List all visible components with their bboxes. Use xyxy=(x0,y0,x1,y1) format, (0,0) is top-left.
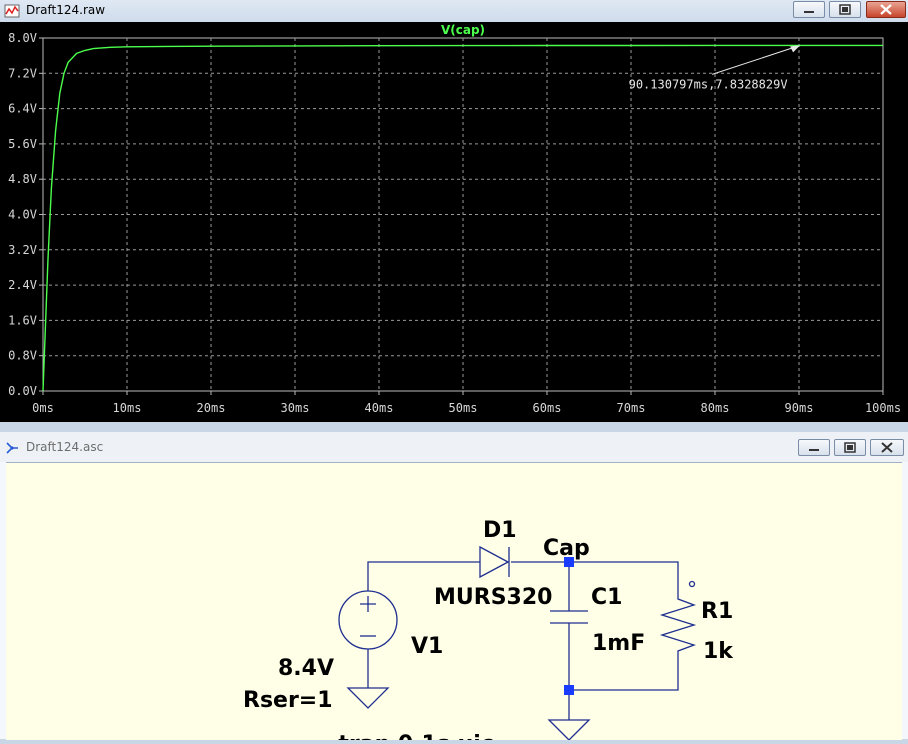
close-icon xyxy=(881,442,893,453)
label-v1-rser: Rser=1 xyxy=(243,688,333,713)
capacitor-c1[interactable] xyxy=(550,610,588,624)
label-r1-value: 1k xyxy=(703,639,734,664)
trace-label-vcap[interactable]: V(cap) xyxy=(441,23,485,37)
schematic-maximize-button[interactable] xyxy=(834,439,866,456)
restore-icon xyxy=(839,4,851,15)
x-tick-label: 20ms xyxy=(197,401,226,415)
window-separator xyxy=(0,422,908,432)
waveform-app-icon xyxy=(4,4,20,18)
node-ground[interactable] xyxy=(564,685,574,695)
label-d1-name: D1 xyxy=(483,518,517,543)
label-r1-name: R1 xyxy=(701,599,733,624)
cursor-arrow-head xyxy=(790,45,801,53)
x-tick-label: 90ms xyxy=(785,401,814,415)
y-tick-label: 0.8V xyxy=(8,349,37,363)
y-tick-label: 2.4V xyxy=(8,278,37,292)
label-v1-value: 8.4V xyxy=(278,656,334,681)
schematic-minimize-button[interactable] xyxy=(798,439,830,456)
y-tick-label: 3.2V xyxy=(8,243,37,257)
minimize-icon xyxy=(804,11,814,13)
maximize-button[interactable] xyxy=(829,1,861,18)
wire-v1-to-d1 xyxy=(367,561,480,591)
close-button[interactable] xyxy=(866,1,906,18)
x-tick-label: 100ms xyxy=(865,401,901,415)
diode-d1[interactable] xyxy=(479,545,510,579)
y-tick-label: 8.0V xyxy=(8,31,37,45)
label-node-cap: Cap xyxy=(543,536,590,561)
node-cap[interactable] xyxy=(564,557,574,567)
schematic-window-title: Draft124.asc xyxy=(26,440,104,454)
y-tick-label: 5.6V xyxy=(8,137,37,151)
y-tick-label: 4.0V xyxy=(8,208,37,222)
x-tick-label: 0ms xyxy=(32,401,54,415)
y-tick-label: 4.8V xyxy=(8,172,37,186)
x-tick-label: 30ms xyxy=(281,401,310,415)
waveform-plot[interactable]: 0ms 10ms 20ms 30ms 40ms 50ms 60ms 70ms 80ms 90ms 1… xyxy=(0,22,908,422)
x-tick-label: 60ms xyxy=(533,401,562,415)
schematic-close-button[interactable] xyxy=(870,439,904,456)
schematic-drawing[interactable]: D1 MURS320 Cap C1 1mF R1 1k V1 8.4V Rser… xyxy=(6,463,902,744)
schematic-canvas[interactable]: D1 MURS320 Cap C1 1mF R1 1k V1 8.4V Rser… xyxy=(6,462,902,744)
label-c1-name: C1 xyxy=(591,585,622,610)
waveform-window: Draft124.raw 0ms 10ms 20ms 30ms 40ms 50ms 60ms… xyxy=(0,0,908,422)
y-tick-label: 7.2V xyxy=(8,66,37,80)
restore-icon xyxy=(844,442,856,453)
x-tick-label: 80ms xyxy=(701,401,730,415)
voltage-source-v1[interactable] xyxy=(338,590,398,650)
schematic-titlebar[interactable]: Draft124.asc xyxy=(0,432,908,462)
ground-c1 xyxy=(547,719,591,741)
x-tick-label: 70ms xyxy=(617,401,646,415)
wire-r1-to-gnd xyxy=(569,659,679,691)
resistor-r1[interactable] xyxy=(659,580,697,660)
y-tick-label: 1.6V xyxy=(8,313,37,327)
schematic-window: Draft124.asc xyxy=(0,432,908,744)
y-tick-label: 0.0V xyxy=(8,384,37,398)
x-tick-label: 50ms xyxy=(449,401,478,415)
waveform-plot-area[interactable]: 0ms 10ms 20ms 30ms 40ms 50ms 60ms 70ms 80ms 90ms 1… xyxy=(0,22,908,422)
y-tick-label: 6.4V xyxy=(8,102,37,116)
x-tick-label: 40ms xyxy=(365,401,394,415)
label-d1-model: MURS320 xyxy=(434,585,552,610)
label-c1-value: 1mF xyxy=(592,631,645,656)
waveform-window-title: Draft124.raw xyxy=(26,3,106,17)
ground-v1 xyxy=(346,687,390,709)
waveform-titlebar[interactable]: Draft124.raw xyxy=(0,0,908,22)
series-line-vcap[interactable] xyxy=(42,44,883,392)
minimize-icon xyxy=(809,449,819,451)
minimize-button[interactable] xyxy=(793,1,825,18)
label-v1-name: V1 xyxy=(411,634,443,659)
cursor-arrow-line xyxy=(711,45,798,75)
close-icon xyxy=(880,4,892,15)
cursor-readout[interactable]: 90.130797ms,7.8328829V xyxy=(629,77,788,91)
schematic-app-icon xyxy=(6,442,18,454)
x-tick-label: 10ms xyxy=(113,401,142,415)
